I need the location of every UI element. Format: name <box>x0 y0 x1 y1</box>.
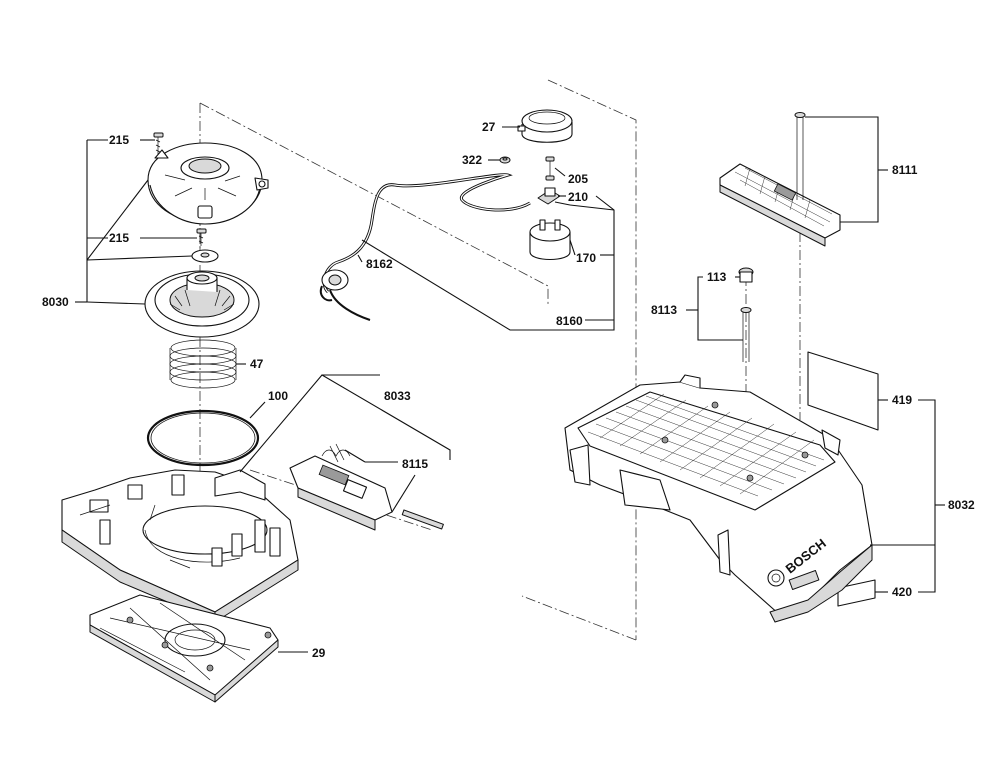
label-100: 100 <box>268 389 288 403</box>
part-labels: 215 215 8030 47 100 8033 8115 29 27 322 … <box>42 120 975 660</box>
handle-8111 <box>719 163 841 247</box>
screw-215-middle <box>196 228 207 246</box>
label-419 <box>807 351 879 431</box>
switch-assembly-8115 <box>289 443 444 531</box>
base-plate-29 <box>89 594 279 703</box>
capacitor-170 <box>529 219 571 261</box>
leader-lines <box>75 116 945 653</box>
fan-housing <box>147 142 269 225</box>
housing-cover-8032: BOSCH <box>564 374 873 623</box>
spring-47 <box>169 339 237 389</box>
label-8033: 8033 <box>384 389 411 403</box>
label-215-middle: 215 <box>109 231 129 245</box>
label-419: 419 <box>892 393 912 407</box>
bracket-210 <box>537 187 561 205</box>
o-ring-100 <box>146 409 260 467</box>
label-8111: 8111 <box>892 163 918 177</box>
label-420: 420 <box>892 585 912 599</box>
label-29: 29 <box>312 646 326 660</box>
label-47: 47 <box>250 357 264 371</box>
screw-handle <box>794 112 806 200</box>
label-205: 205 <box>568 172 588 186</box>
label-322: 322 <box>462 153 482 167</box>
label-8162: 8162 <box>366 257 393 271</box>
label-27: 27 <box>482 120 496 134</box>
screw-205 <box>545 156 555 181</box>
fan-impeller <box>144 270 260 338</box>
label-8030: 8030 <box>42 295 69 309</box>
screw-215-top <box>153 132 164 156</box>
label-215-top: 215 <box>109 133 129 147</box>
screw-8113 <box>740 307 752 362</box>
nut-322 <box>499 156 511 164</box>
cap-27 <box>517 109 573 143</box>
label-8115: 8115 <box>402 457 428 471</box>
label-8032: 8032 <box>948 498 975 512</box>
label-8113: 8113 <box>651 303 677 317</box>
label-8160: 8160 <box>556 314 583 328</box>
label-420 <box>837 579 876 607</box>
label-210: 210 <box>568 190 588 204</box>
base-housing <box>61 469 299 623</box>
wire-harness-8162 <box>319 173 531 321</box>
cover-grid <box>587 393 825 497</box>
plug-113 <box>738 267 754 283</box>
label-113: 113 <box>707 270 727 284</box>
label-170: 170 <box>576 251 596 265</box>
washer <box>191 249 219 263</box>
